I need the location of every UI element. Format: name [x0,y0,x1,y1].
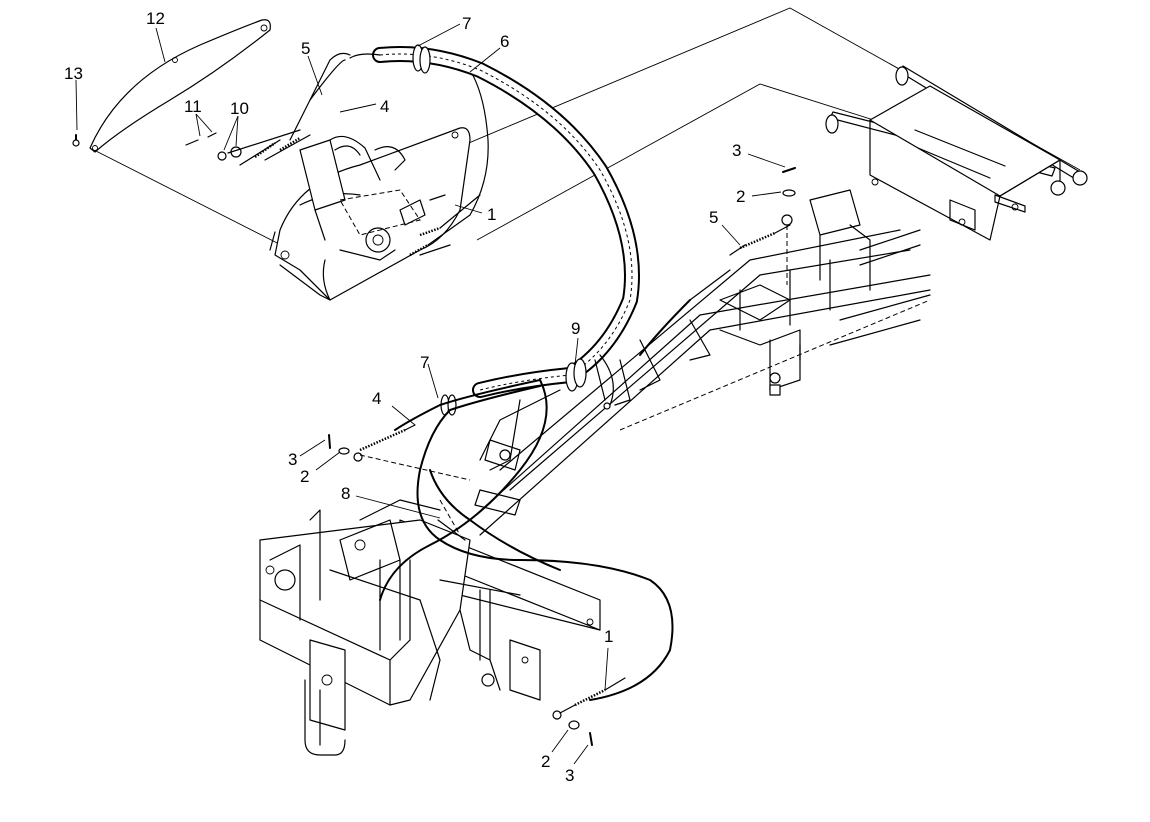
upper-hardware [72,129,301,161]
callout-3-right: 3 [732,141,741,160]
guard-plate [89,19,271,153]
callout-3-left: 3 [288,450,297,469]
control-shroud [269,127,471,301]
callout-8: 8 [341,484,350,503]
washers-and-pins [328,167,796,746]
callout-2-bottom: 2 [541,752,550,771]
lower-mount-bracket [259,499,541,756]
callout-12: 12 [146,9,165,28]
callout-13: 13 [64,64,83,83]
callout-6: 6 [500,32,509,51]
callout-10: 10 [230,99,249,118]
callout-7-lower: 7 [420,353,429,372]
callout-labels: 12 13 11 10 5 7 6 4 1 3 2 5 9 7 4 3 2 8 … [64,9,745,785]
callout-1-upper: 1 [487,205,496,224]
callout-5-upper: 5 [301,39,310,58]
callout-leaders [75,23,786,765]
callout-4-lower: 4 [372,389,381,408]
upper-cable-ends [239,52,489,257]
callout-11: 11 [184,97,202,116]
callout-3-bottom: 3 [565,766,574,785]
callout-5-right: 5 [709,208,718,227]
callout-9: 9 [571,319,580,338]
callout-4-upper: 4 [380,97,389,116]
mount-bracket-frame [825,65,1088,241]
callout-2-right: 2 [736,187,745,206]
callout-2-left: 2 [300,467,309,486]
lower-cables [353,214,793,720]
callout-1-lower: 1 [604,627,613,646]
callout-7-upper: 7 [462,14,471,33]
vehicle-frame [399,189,931,631]
